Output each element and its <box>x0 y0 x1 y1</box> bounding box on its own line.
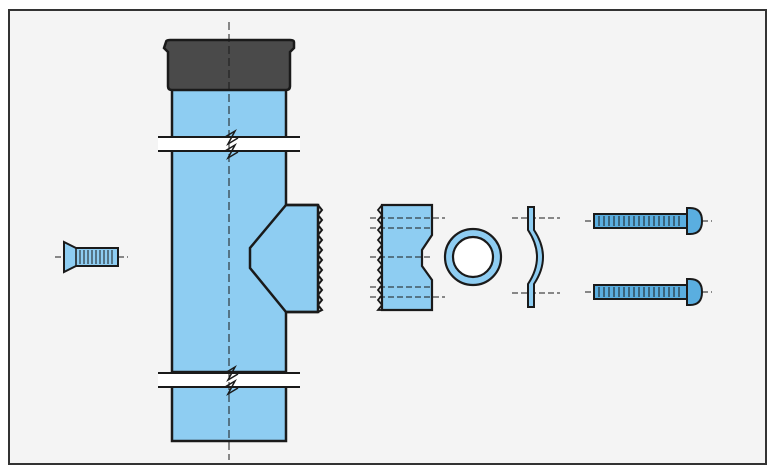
threaded-coupling-icon <box>370 203 445 312</box>
o-ring-icon <box>443 227 503 287</box>
round-head-bolt-lower <box>585 278 712 306</box>
round-head-bolt-upper <box>585 207 712 235</box>
spring-clip-icon <box>512 206 560 308</box>
pipe-tee-assembly <box>158 22 324 460</box>
countersunk-screw-icon <box>55 240 128 274</box>
